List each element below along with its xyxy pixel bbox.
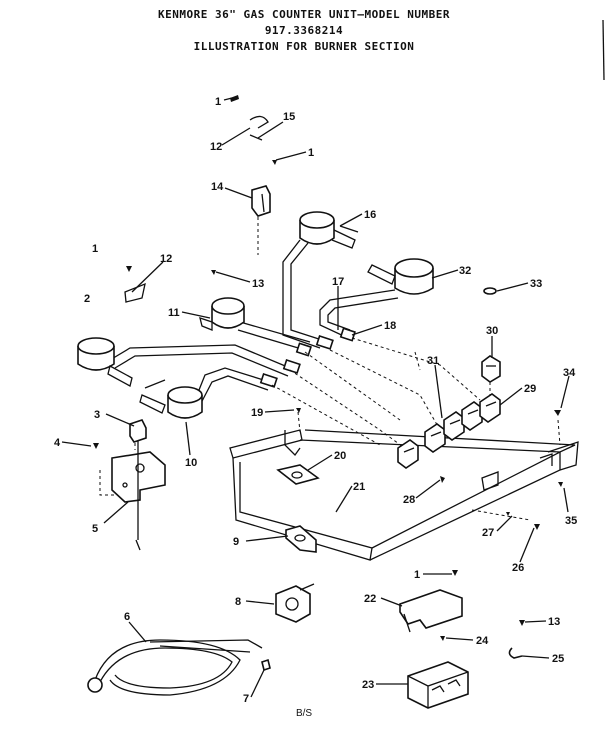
part-12-top bbox=[249, 115, 269, 129]
callout-4: 4 bbox=[54, 437, 61, 449]
title-line-1: KENMORE 36" GAS COUNTER UNIT—MODEL NUMBE… bbox=[157, 8, 451, 21]
callout-12-left: 12 bbox=[160, 253, 172, 265]
callout-28: 28 bbox=[403, 494, 415, 506]
callout-35: 35 bbox=[565, 515, 577, 527]
burner-11 bbox=[199, 297, 245, 331]
part-33-washer bbox=[483, 287, 497, 295]
callout-12-top: 12 bbox=[210, 141, 222, 153]
callout-24: 24 bbox=[476, 635, 489, 647]
burner-16 bbox=[299, 211, 359, 249]
edge-line bbox=[602, 19, 605, 81]
callout-1-lower: 1 bbox=[414, 569, 420, 581]
callout-13-right: 13 bbox=[548, 616, 560, 628]
callout-34: 34 bbox=[563, 367, 576, 379]
part-20-plate bbox=[276, 464, 320, 485]
title-line-3: ILLUSTRATION FOR BURNER SECTION bbox=[193, 40, 415, 53]
callout-26: 26 bbox=[512, 562, 524, 574]
part-14-bracket bbox=[251, 185, 271, 217]
footer-code: B/S bbox=[295, 708, 313, 719]
callout-30: 30 bbox=[486, 325, 498, 337]
callout-9: 9 bbox=[233, 536, 239, 548]
part-30 bbox=[481, 355, 501, 383]
part-3-knob bbox=[129, 419, 147, 443]
callout-2: 2 bbox=[84, 293, 90, 305]
burner-32 bbox=[367, 258, 434, 295]
part-15 bbox=[249, 134, 263, 141]
orifice-hoods bbox=[259, 327, 356, 388]
valves bbox=[397, 393, 501, 469]
callout-1-upper: 1 bbox=[308, 147, 314, 159]
callout-33: 33 bbox=[530, 278, 542, 290]
callout-18: 18 bbox=[384, 320, 396, 332]
callout-8: 8 bbox=[235, 596, 241, 608]
leader-lines bbox=[61, 97, 570, 698]
manifold-frame bbox=[229, 429, 579, 561]
burner-tubes bbox=[109, 239, 399, 406]
callout-19: 19 bbox=[251, 407, 263, 419]
part-12-left bbox=[124, 282, 146, 303]
callout-20: 20 bbox=[334, 450, 346, 462]
callout-32: 32 bbox=[459, 265, 471, 277]
callout-27: 27 bbox=[482, 527, 494, 539]
callout-29: 29 bbox=[524, 383, 536, 395]
callout-15: 15 bbox=[283, 111, 295, 123]
callout-11: 11 bbox=[168, 307, 180, 319]
callout-22: 22 bbox=[364, 593, 376, 605]
callout-1-top: 1 bbox=[215, 96, 221, 108]
callout-16: 16 bbox=[364, 209, 376, 221]
callout-13-mid: 13 bbox=[252, 278, 264, 290]
callout-1-left: 1 bbox=[92, 243, 98, 255]
part-7 bbox=[261, 658, 271, 672]
callout-23: 23 bbox=[362, 679, 374, 691]
callout-31: 31 bbox=[427, 355, 439, 367]
callout-14: 14 bbox=[211, 181, 224, 193]
part-5-bracket bbox=[111, 440, 166, 551]
callout-labels: 1 12 15 1 14 16 1 12 13 32 33 2 11 17 18… bbox=[54, 96, 577, 705]
callout-17: 17 bbox=[332, 276, 344, 288]
callout-5: 5 bbox=[92, 523, 98, 535]
part-23-terminal bbox=[407, 661, 469, 709]
callout-25: 25 bbox=[552, 653, 564, 665]
burner-10 bbox=[139, 386, 203, 419]
screws bbox=[93, 95, 563, 641]
part-8-valve bbox=[275, 583, 315, 623]
callout-21: 21 bbox=[353, 481, 365, 493]
title-model-number: 917.3368214 bbox=[264, 24, 344, 37]
part-9-plate bbox=[285, 525, 317, 553]
burner-left bbox=[77, 337, 133, 387]
callout-6: 6 bbox=[124, 611, 130, 623]
callout-10: 10 bbox=[185, 457, 197, 469]
callout-7: 7 bbox=[243, 693, 249, 705]
part-22-bracket bbox=[399, 589, 463, 633]
part-6-thermocouple bbox=[87, 639, 263, 696]
part-25-clip bbox=[508, 647, 523, 659]
callout-3: 3 bbox=[94, 409, 100, 421]
